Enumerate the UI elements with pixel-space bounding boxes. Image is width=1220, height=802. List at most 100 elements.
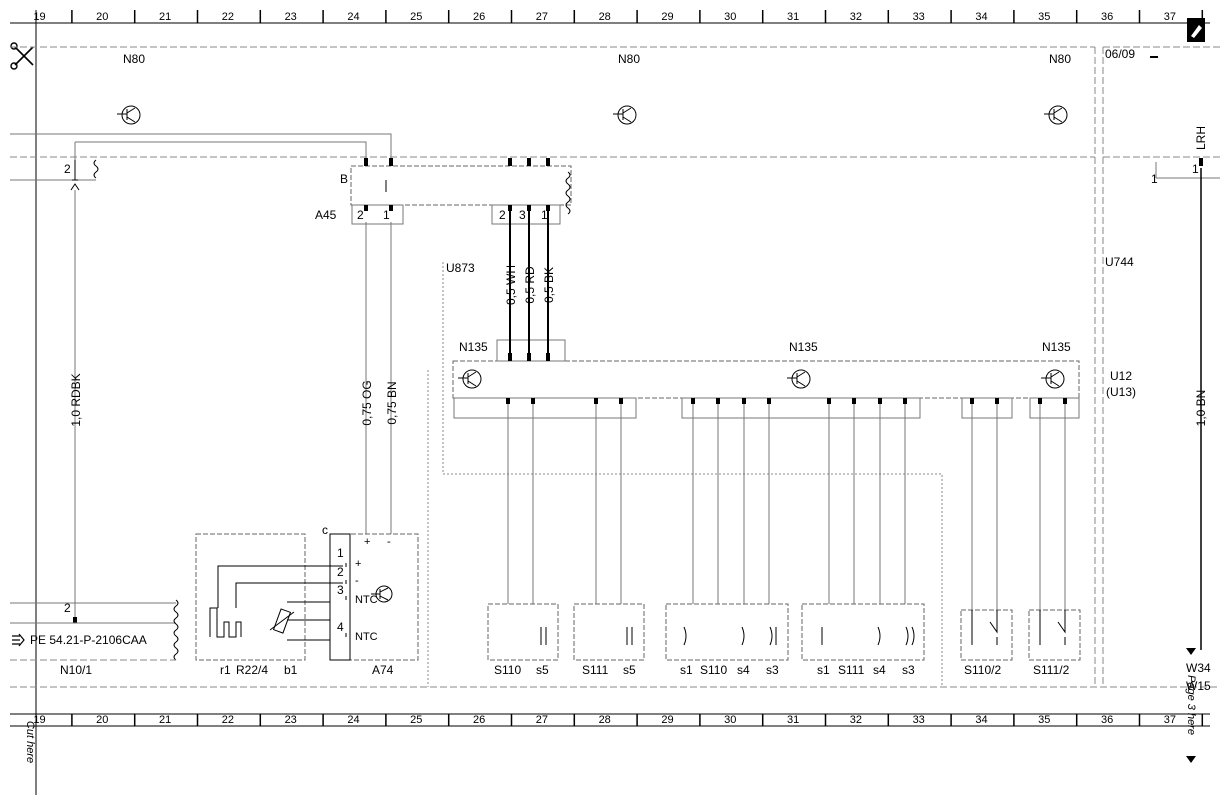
n80-right-label: N80 [1049, 52, 1071, 66]
switch-group-s110-2 [960, 609, 1013, 661]
cut-here-label: Cut here [24, 721, 36, 763]
ruler-column-label: 20 [96, 714, 108, 726]
lrh-label: LRH [1194, 126, 1208, 150]
a74-unit [329, 533, 419, 661]
label-s4-a: s4 [737, 663, 750, 677]
ruler-column-label: 28 [599, 11, 611, 23]
page-note-label: Page 3 here [1185, 675, 1197, 735]
ntc-lower: NTC [355, 631, 378, 643]
right-pin-a: 1 [1151, 172, 1158, 186]
ruler-column-label: 30 [724, 11, 736, 23]
switch-wire-pin [506, 398, 510, 404]
ruler-column-label: 27 [536, 714, 548, 726]
ruler-column-label: 26 [473, 11, 485, 23]
a74-plus-2: + [355, 558, 361, 570]
wire-label-og: 0,75 OG [360, 380, 374, 425]
w15-label: W15 [1186, 679, 1211, 693]
ruler-column-label: 19 [33, 11, 45, 23]
r22-4-unit [195, 533, 343, 661]
a45-connector [350, 158, 572, 225]
r22-r1: r1 [220, 663, 231, 677]
switch-wire-pin [827, 398, 831, 404]
date-label: 06/09 [1105, 47, 1135, 61]
u873-region [10, 262, 1220, 688]
a45-pin-1b: 1 [541, 208, 548, 222]
ruler-column-label: 24 [347, 714, 359, 726]
ruler-column-label: 21 [159, 11, 171, 23]
label-s3-b: s3 [902, 663, 915, 677]
switch-wire-pin [691, 398, 695, 404]
n80-housing [10, 46, 1220, 687]
n135-right-label: N135 [1042, 340, 1071, 354]
a74-minus: - [387, 536, 391, 548]
switch-group-s110-s5 [487, 603, 559, 661]
a74-minus-2: - [355, 575, 359, 587]
ruler-column-label: 20 [96, 11, 108, 23]
ruler-column-label: 37 [1164, 714, 1176, 726]
a74-pin-3: 3 [337, 583, 344, 597]
ruler-column-label: 32 [850, 714, 862, 726]
ruler-column-label: 23 [285, 11, 297, 23]
ruler-column-label: 36 [1101, 714, 1113, 726]
switch-wire-pin [903, 398, 907, 404]
wire-label-bk: 0,5 BK [542, 267, 556, 303]
top-ruler-ticks [71, 10, 1204, 23]
switch-wire-pin [1038, 398, 1042, 404]
label-s110-b: S110 [700, 663, 727, 677]
scissors-icon [10, 42, 34, 70]
n80-left-label: N80 [123, 52, 145, 66]
ruler-column-label: 25 [410, 714, 422, 726]
ruler-column-label: 37 [1164, 11, 1176, 23]
label-s111-2: S111/2 [1033, 663, 1070, 677]
ruler-column-label: 26 [473, 714, 485, 726]
switch-labels: S110 s5 S111 s5 s1 S110 s4 s3 s1 S111 s4… [494, 663, 1070, 677]
r22-4-label: R22/4 [236, 663, 268, 677]
n80-wiring [10, 133, 1220, 191]
wire-label-right-bn: 1,0 BN [1194, 390, 1208, 427]
a74-plus: + [364, 536, 370, 548]
a74-label: A74 [372, 663, 394, 677]
ruler-column-label: 30 [724, 714, 736, 726]
switch-group-s111-s5 [573, 603, 645, 661]
u744-label: U744 [1105, 255, 1134, 269]
ruler-column-label: 33 [913, 11, 925, 23]
ruler-column-label: 35 [1038, 714, 1050, 726]
n135-module [452, 339, 1080, 419]
a45-n135-wires [508, 205, 550, 361]
label-s1-a: s1 [680, 663, 693, 677]
pe-reference: PE 54.21-P-2106CAA [30, 633, 147, 647]
switch-wire-pin [970, 398, 974, 404]
a45-pin-2: 2 [357, 208, 364, 222]
ruler-column-label: 24 [347, 11, 359, 23]
ruler-column-label: 35 [1038, 11, 1050, 23]
n10-1-label: N10/1 [60, 663, 92, 677]
switch-wire-pin [767, 398, 771, 404]
switch-group-s111-2 [1028, 609, 1081, 661]
n10-top-pin: 2 [64, 162, 71, 176]
u13-label: (U13) [1106, 385, 1136, 399]
switch-wire-pin [878, 398, 882, 404]
label-s110-a: S110 [494, 663, 521, 677]
label-s111-a: S111 [582, 663, 609, 677]
a74-supply-wires [365, 222, 392, 534]
ruler-column-label: 21 [159, 714, 171, 726]
n135-mid-label: N135 [789, 340, 818, 354]
n80-mid-label: N80 [618, 52, 640, 66]
ruler-column-label: 29 [661, 714, 673, 726]
u873-label: U873 [446, 261, 475, 275]
label-s1-b: s1 [817, 663, 830, 677]
switch-group-s110 [665, 603, 789, 661]
a45-pin-b: B [340, 172, 348, 186]
ruler-column-label: 29 [661, 11, 673, 23]
n80-control-unit-icon [117, 105, 1068, 125]
page-reference-icon [1187, 18, 1205, 42]
switch-wire-pin [742, 398, 746, 404]
bottom-ruler-ticks [71, 714, 1204, 726]
ruler-column-label: 28 [599, 714, 611, 726]
a74-pin-4: 4 [337, 620, 344, 634]
switch-wires [506, 398, 1067, 610]
switch-wire-pin [852, 398, 856, 404]
